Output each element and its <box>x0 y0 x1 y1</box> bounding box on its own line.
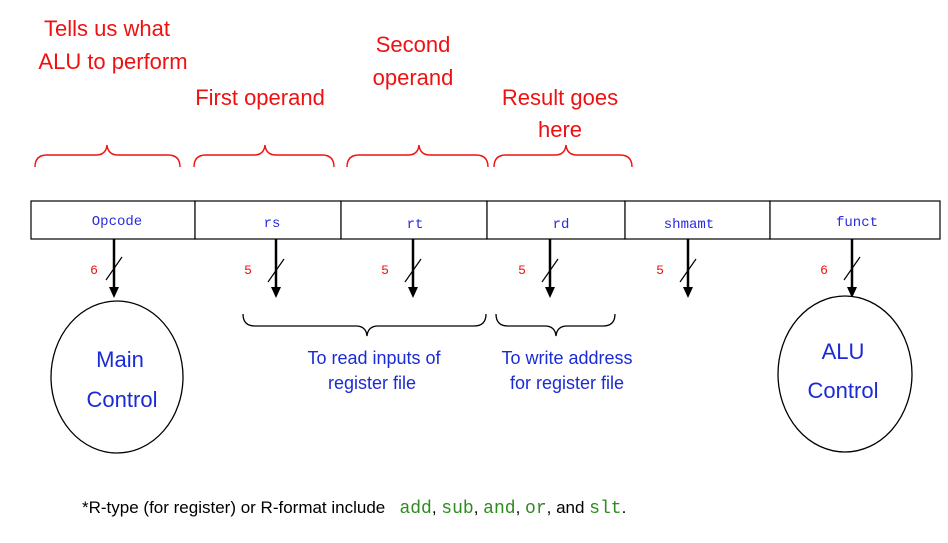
alu-control-line2: Control <box>808 378 879 403</box>
rd-note-line2: here <box>538 117 582 142</box>
field-label-shmamt: shmamt <box>664 217 714 233</box>
field-opcode <box>30 200 196 240</box>
footnote-suffix: . <box>621 498 627 517</box>
width-shmamt: 5 <box>656 263 664 278</box>
rs-note: First operand <box>195 85 325 110</box>
bus-funct: 6 <box>820 239 861 298</box>
bus-shmamt: 5 <box>656 239 697 298</box>
rt-brace <box>346 144 489 168</box>
read-note-line2: register file <box>328 373 416 393</box>
rd-brace <box>493 144 633 168</box>
field-label-opcode: Opcode <box>92 214 142 230</box>
field-rs <box>194 200 342 240</box>
write-note-line2: for register file <box>510 373 624 393</box>
footnote: *R-type (for register) or R-format inclu… <box>82 498 626 519</box>
alu-control: ALU Control <box>777 295 913 453</box>
field-rt <box>340 200 488 240</box>
width-rs: 5 <box>244 263 252 278</box>
instruction-add: add <box>399 499 432 519</box>
bus-rd: 5 <box>518 239 559 298</box>
field-label-rd: rd <box>553 217 570 233</box>
instruction-sub: sub <box>441 499 474 519</box>
instruction-slt: slt <box>589 499 622 519</box>
read-note-line1: To read inputs of <box>307 348 441 368</box>
rs-brace <box>193 144 335 168</box>
field-label-rs: rs <box>264 216 281 232</box>
instruction-or: or <box>525 499 547 519</box>
width-funct: 6 <box>820 263 828 278</box>
rd-note-line1: Result goes <box>502 85 618 110</box>
alu-control-line1: ALU <box>822 339 865 364</box>
opcode-note-line1: Tells us what <box>44 16 170 41</box>
main-control-line2: Control <box>87 387 158 412</box>
read-brace <box>242 313 487 337</box>
alu-control-ellipse <box>777 295 913 453</box>
width-rd: 5 <box>518 263 526 278</box>
width-opcode: 6 <box>90 263 98 278</box>
bus-rs: 5 <box>244 239 285 298</box>
width-rt: 5 <box>381 263 389 278</box>
field-funct <box>769 200 941 240</box>
instruction-format-row: Opcode rs rt rd shmamt funct <box>30 200 941 240</box>
main-control-line1: Main <box>96 347 144 372</box>
bus-opcode: 6 <box>90 239 123 298</box>
rt-note-line1: Second <box>376 32 451 57</box>
field-shmamt <box>624 200 771 240</box>
write-brace <box>495 313 616 337</box>
opcode-note-line2: ALU to perform <box>38 49 187 74</box>
field-label-rt: rt <box>407 217 424 233</box>
write-note-line1: To write address <box>501 348 632 368</box>
rt-note-line2: operand <box>373 65 454 90</box>
main-control-ellipse <box>50 300 184 454</box>
instruction-and: and <box>483 499 516 519</box>
footnote-separator: , <box>431 498 442 517</box>
bus-rt: 5 <box>381 239 422 298</box>
main-control: Main Control <box>50 300 184 454</box>
footnote-separator: , and <box>546 498 590 517</box>
footnote-separator: , <box>473 498 484 517</box>
field-label-funct: funct <box>836 215 878 231</box>
opcode-brace <box>34 144 181 168</box>
footnote-prefix: *R-type (for register) or R-format inclu… <box>82 498 386 517</box>
footnote-separator: , <box>515 498 526 517</box>
